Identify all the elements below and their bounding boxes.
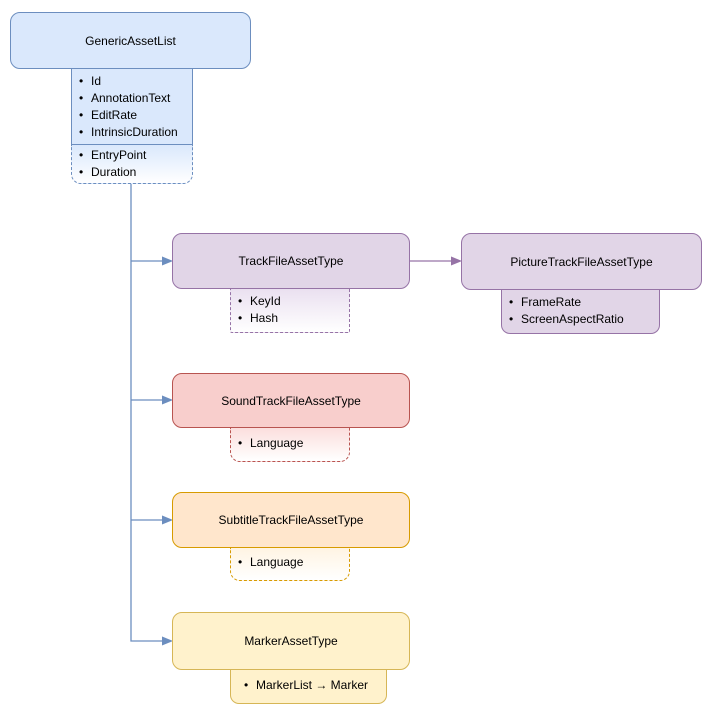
node-label: MarkerAssetType	[244, 634, 338, 648]
node-subtitle-track-file-asset-type: SubtitleTrackFileAssetType	[172, 492, 410, 548]
track-file-asset-type-optional-attributes: KeyId Hash	[230, 289, 350, 333]
generic-asset-list-main-attributes: Id AnnotationText EditRate IntrinsicDura…	[71, 69, 193, 145]
attribute-item: AnnotationText	[72, 90, 192, 107]
attribute-list: Language	[231, 435, 349, 452]
marker-asset-type-attributes: MarkerList → Marker	[230, 670, 387, 704]
subtitle-track-file-asset-type-optional-attributes: Language	[230, 548, 350, 581]
generic-asset-list-optional-attributes: EntryPoint Duration	[71, 145, 193, 184]
node-picture-track-file-asset-type: PictureTrackFileAssetType	[461, 233, 702, 290]
edge-generic-to-marker	[130, 184, 174, 646]
attribute-item: Hash	[231, 310, 349, 327]
attribute-item: Language	[231, 554, 349, 571]
node-label: TrackFileAssetType	[238, 254, 344, 268]
attribute-list: Language	[231, 554, 349, 571]
attribute-item: EditRate	[72, 107, 192, 124]
sound-track-file-asset-type-optional-attributes: Language	[230, 428, 350, 462]
attribute-item: FrameRate	[502, 294, 659, 311]
attribute-list: FrameRate ScreenAspectRatio	[502, 294, 659, 328]
attribute-item: KeyId	[231, 293, 349, 310]
node-label: SoundTrackFileAssetType	[221, 393, 361, 408]
attribute-item: Id	[72, 73, 192, 90]
attribute-list: KeyId Hash	[231, 293, 349, 327]
attribute-list: EntryPoint Duration	[72, 147, 192, 181]
attribute-item: Language	[231, 435, 349, 452]
node-sound-track-file-asset-type: SoundTrackFileAssetType	[172, 373, 410, 428]
attribute-item: IntrinsicDuration	[72, 124, 192, 141]
attribute-item: EntryPoint	[72, 147, 192, 164]
attribute-item: Duration	[72, 164, 192, 181]
node-label: GenericAssetList	[85, 33, 176, 48]
attribute-list: Id AnnotationText EditRate IntrinsicDura…	[72, 73, 192, 141]
attribute-item: MarkerList → Marker	[237, 677, 386, 694]
node-marker-asset-type: MarkerAssetType	[172, 612, 410, 670]
node-generic-asset-list: GenericAssetList	[10, 12, 251, 69]
node-track-file-asset-type: TrackFileAssetType	[172, 233, 410, 289]
node-label: PictureTrackFileAssetType	[510, 254, 653, 269]
picture-track-file-asset-type-attributes: FrameRate ScreenAspectRatio	[501, 290, 660, 334]
node-label: SubtitleTrackFileAssetType	[218, 513, 364, 527]
attribute-item: ScreenAspectRatio	[502, 311, 659, 328]
attribute-list: MarkerList → Marker	[237, 677, 386, 694]
